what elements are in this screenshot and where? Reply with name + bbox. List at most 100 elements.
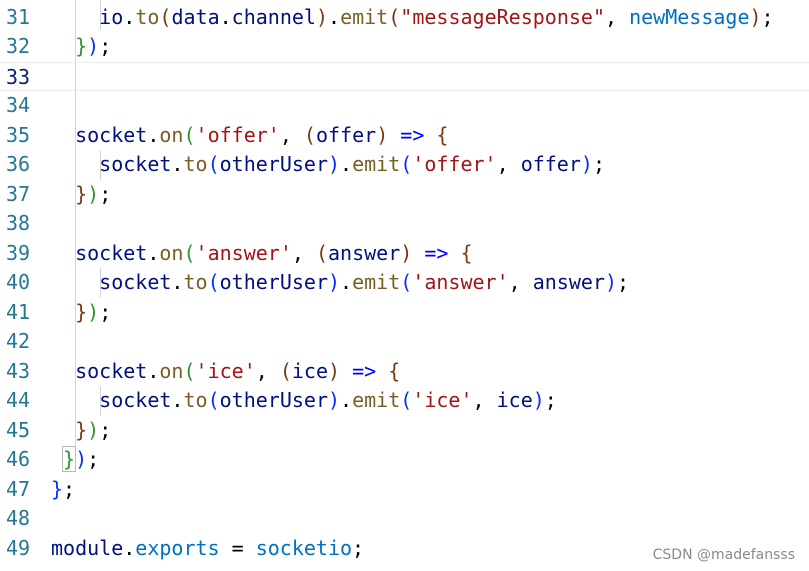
code-line[interactable]: 37 }); (0, 180, 809, 210)
code-token: { (460, 240, 473, 265)
code-line[interactable]: 35 socket.on('offer', (offer) => { (0, 121, 809, 151)
code-token (51, 152, 99, 176)
code-token: emit (352, 270, 401, 294)
code-line[interactable]: 44 socket.to(otherUser).emit('ice', ice)… (0, 386, 809, 416)
code-line[interactable]: 41 }); (0, 298, 809, 328)
line-number: 43 (6, 358, 31, 383)
code-line[interactable]: 33 (0, 61, 809, 91)
code-token: . (147, 358, 160, 383)
code-token: ( (183, 358, 196, 383)
code-token: ( (400, 388, 413, 412)
line-number: 40 (6, 270, 31, 294)
code-text: }); (51, 298, 111, 328)
code-text: io.to(data.channel).emit("messageRespons… (51, 3, 773, 33)
code-text: socket.to(otherUser).emit('ice', ice); (51, 386, 557, 416)
code-token: otherUser (219, 152, 328, 176)
code-text: }); (51, 416, 111, 446)
code-line[interactable]: 45 }); (0, 416, 809, 446)
code-token: socketio (255, 535, 353, 560)
code-token: ( (279, 358, 292, 383)
code-token: ; (87, 447, 100, 471)
code-token: ) (749, 4, 762, 29)
code-token: . (219, 4, 232, 29)
code-token: ) (580, 152, 593, 176)
code-token: 'offer' (412, 152, 497, 176)
indent-guide (100, 150, 101, 180)
code-line[interactable]: 39 socket.on('answer', (answer) => { (0, 239, 809, 269)
code-token (51, 300, 75, 324)
code-token: ; (544, 388, 557, 412)
code-token: . (123, 535, 136, 560)
code-token: 'ice' (195, 358, 256, 383)
line-number: 39 (6, 240, 31, 265)
code-line[interactable]: 42 (0, 327, 809, 357)
code-token: } (75, 299, 88, 324)
code-line[interactable]: 38 (0, 209, 809, 239)
code-token: to (135, 4, 160, 29)
code-token: 'offer' (195, 122, 280, 147)
code-token (424, 123, 436, 147)
code-token (51, 5, 99, 29)
code-token: ) (87, 299, 100, 324)
code-token: ; (99, 299, 112, 324)
code-token: , (496, 152, 521, 176)
code-token: emit (340, 4, 389, 29)
code-line[interactable]: 48 (0, 504, 809, 534)
code-token: { (388, 358, 401, 383)
code-line[interactable]: 31 io.to(data.channel).emit("messageResp… (0, 3, 809, 33)
code-token: offer (520, 152, 581, 176)
code-token (51, 359, 75, 383)
code-token: ) (75, 447, 88, 471)
line-number: 42 (6, 329, 31, 353)
code-token: => (352, 358, 377, 383)
code-line[interactable]: 47}; (0, 475, 809, 505)
code-token: to (183, 388, 208, 412)
code-line[interactable]: 43 socket.on('ice', (ice) => { (0, 357, 809, 387)
code-token (412, 241, 424, 265)
code-token: . (171, 270, 184, 294)
code-text: socket.on('answer', (answer) => { (51, 239, 473, 269)
code-line[interactable]: 46 }); (0, 445, 809, 475)
code-token: { (436, 122, 449, 147)
line-number: 48 (6, 506, 31, 530)
code-token: offer (315, 122, 377, 147)
line-number: 49 (6, 535, 31, 560)
code-text: module.exports = socketio; (51, 534, 364, 564)
code-token: . (340, 270, 353, 294)
code-token: 'answer' (412, 270, 509, 294)
code-token: . (123, 4, 136, 29)
code-line[interactable]: 36 socket.to(otherUser).emit('offer', of… (0, 150, 809, 180)
code-line[interactable]: 40 socket.to(otherUser).emit('answer', a… (0, 268, 809, 298)
code-token: ice (496, 388, 533, 412)
code-token: io (99, 4, 124, 29)
code-text: socket.on('offer', (offer) => { (51, 121, 448, 151)
code-token: . (147, 240, 160, 265)
line-number: 44 (6, 388, 31, 412)
code-token (51, 270, 99, 294)
code-token (340, 359, 352, 383)
code-token: } (51, 476, 64, 501)
code-token: answer (328, 240, 401, 265)
code-token: } (75, 34, 88, 58)
code-token: ( (207, 388, 220, 412)
code-token (51, 182, 75, 206)
code-token (51, 123, 75, 147)
line-number: 32 (6, 34, 31, 58)
code-token: ) (327, 270, 341, 294)
code-line[interactable]: 32 }); (0, 32, 809, 62)
code-token: ; (99, 34, 112, 58)
code-line[interactable]: 49 module.exports = socketio; (0, 534, 809, 564)
code-token: , (604, 4, 630, 29)
code-token: ) (328, 358, 341, 383)
code-token: socket (75, 122, 148, 147)
code-token: newMessage (629, 4, 750, 29)
code-token: ) (376, 122, 389, 147)
line-number: 46 (6, 447, 31, 471)
code-token (448, 241, 460, 265)
code-line[interactable]: 34 (0, 91, 809, 121)
code-token: } (75, 417, 88, 442)
code-token: "messageResponse" (400, 4, 605, 29)
code-token: socket (99, 388, 172, 412)
code-token (51, 418, 75, 442)
